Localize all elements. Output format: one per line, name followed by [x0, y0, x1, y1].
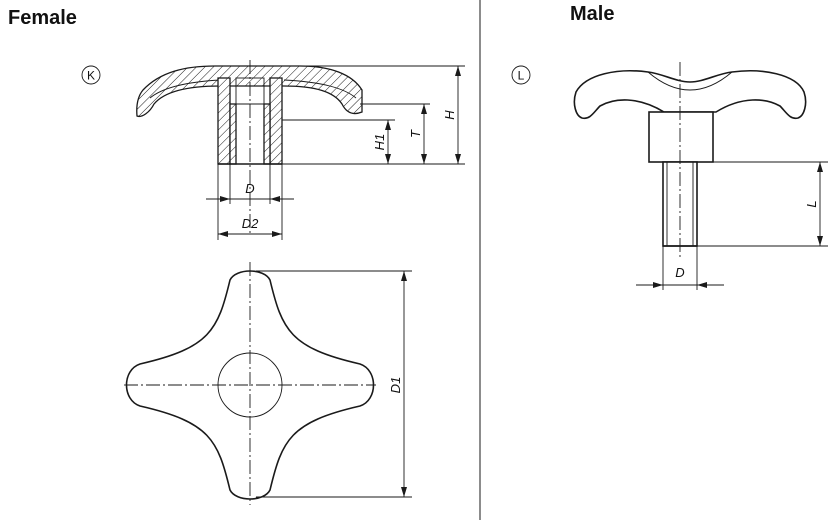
- dim-label-H1: H1: [372, 134, 387, 151]
- male-heading: Male: [570, 3, 614, 25]
- female-dimension-lines: [206, 65, 465, 240]
- female-heading: Female: [8, 7, 77, 29]
- dim-label-T: T: [408, 129, 423, 138]
- dim-label-D1: D1: [388, 377, 403, 394]
- dim-label-D2: D2: [242, 216, 259, 231]
- dim-label-D-female: D: [245, 181, 254, 196]
- svg-text:L: L: [518, 69, 525, 83]
- variant-marker-female: K: [81, 65, 101, 85]
- variant-marker-male: L: [511, 65, 531, 85]
- top-view-knob: [124, 262, 376, 505]
- top-view-dimension: D1: [256, 270, 412, 498]
- male-dimension-lines: [636, 161, 828, 290]
- dim-label-D-male: D: [675, 265, 684, 280]
- female-knob-section: [136, 60, 363, 236]
- svg-text:K: K: [87, 69, 95, 83]
- male-knob-side-view: [573, 62, 807, 258]
- dim-label-H: H: [442, 110, 457, 120]
- dim-label-L: L: [804, 200, 819, 207]
- female-dimension-labels: H T H1 D D2: [242, 110, 457, 231]
- male-dimension-labels: L D: [675, 200, 819, 280]
